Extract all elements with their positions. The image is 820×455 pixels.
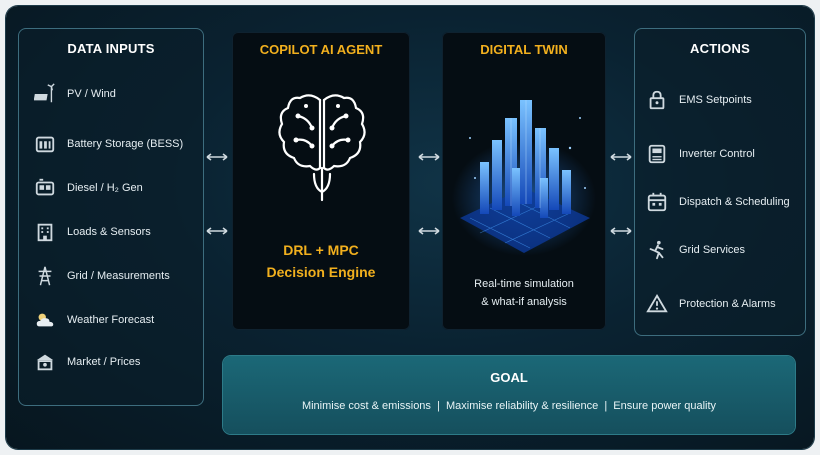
- input-label: Market / Prices: [67, 356, 141, 368]
- digital-city-icon: [452, 100, 596, 256]
- action-item-inverter: Inverter Control: [645, 139, 755, 169]
- twin-caption-line-2: & what-if analysis: [481, 296, 567, 308]
- bidirectional-arrow-icon: [610, 153, 632, 161]
- data-inputs-panel: DATA INPUTS PV / Wind Battery Storage (B…: [18, 28, 204, 406]
- action-label: Grid Services: [679, 244, 746, 256]
- brain-icon: [278, 94, 366, 202]
- bidirectional-arrow-icon: [418, 227, 440, 235]
- input-item-battery: Battery Storage (BESS): [33, 129, 183, 159]
- digital-twin-title: DIGITAL TWIN: [480, 42, 568, 57]
- person-energy-icon: [645, 238, 669, 262]
- lock-icon: [645, 88, 669, 112]
- generator-icon: [33, 176, 57, 200]
- input-label: Loads & Sensors: [67, 226, 151, 238]
- goal-text: Minimise cost & emissions | Maximise rel…: [301, 400, 717, 412]
- warning-icon: [645, 292, 669, 316]
- bidirectional-arrow-icon: [206, 153, 228, 161]
- action-label: EMS Setpoints: [679, 94, 752, 106]
- calendar-icon: [645, 190, 669, 214]
- input-label: Diesel / H₂ Gen: [67, 182, 143, 194]
- bidirectional-arrow-icon: [418, 153, 440, 161]
- action-label: Protection & Alarms: [679, 298, 776, 310]
- market-icon: [33, 350, 57, 374]
- action-item-protection: Protection & Alarms: [645, 289, 776, 319]
- weather-icon: [33, 308, 57, 332]
- transmission-tower-icon: [33, 264, 57, 288]
- input-item-weather: Weather Forecast: [33, 305, 154, 335]
- input-item-market: Market / Prices: [33, 347, 140, 377]
- action-item-dispatch: Dispatch & Scheduling: [645, 187, 790, 217]
- input-item-loads: Loads & Sensors: [33, 217, 151, 247]
- action-item-grid-services: Grid Services: [645, 235, 745, 265]
- copilot-agent-title: COPILOT AI AGENT: [259, 42, 383, 57]
- action-label: Inverter Control: [679, 148, 755, 160]
- bidirectional-arrow-icon: [206, 227, 228, 235]
- engine-line-1: DRL + MPC: [283, 242, 359, 258]
- data-inputs-title: DATA INPUTS: [67, 41, 155, 56]
- solar-wind-icon: [33, 82, 57, 106]
- copilot-agent-panel: COPILOT AI AGENT DRL + MPC Decision Engi…: [232, 32, 410, 330]
- battery-icon: [33, 132, 57, 156]
- input-label: Battery Storage (BESS): [67, 138, 184, 150]
- action-item-ems: EMS Setpoints: [645, 85, 752, 115]
- engine-line-2: Decision Engine: [266, 264, 376, 280]
- input-label: Weather Forecast: [67, 314, 155, 326]
- input-label: Grid / Measurements: [67, 270, 170, 282]
- goal-panel: GOAL Minimise cost & emissions | Maximis…: [223, 356, 795, 434]
- twin-caption-line-1: Real-time simulation: [474, 278, 574, 290]
- input-item-pv-wind: PV / Wind: [33, 79, 116, 109]
- actions-title: ACTIONS: [690, 41, 750, 56]
- inverter-icon: [645, 142, 669, 166]
- digital-twin-panel: DIGITAL TWIN: [442, 32, 606, 330]
- goal-title: GOAL: [490, 370, 528, 385]
- input-label: PV / Wind: [67, 88, 116, 100]
- bidirectional-arrow-icon: [610, 227, 632, 235]
- actions-panel: ACTIONS EMS Setpoints Inverter Control D…: [634, 28, 806, 336]
- building-icon: [33, 220, 57, 244]
- action-label: Dispatch & Scheduling: [679, 196, 790, 208]
- diagram-canvas: DATA INPUTS PV / Wind Battery Storage (B…: [6, 6, 814, 449]
- input-item-grid: Grid / Measurements: [33, 261, 170, 291]
- input-item-diesel: Diesel / H₂ Gen: [33, 173, 143, 203]
